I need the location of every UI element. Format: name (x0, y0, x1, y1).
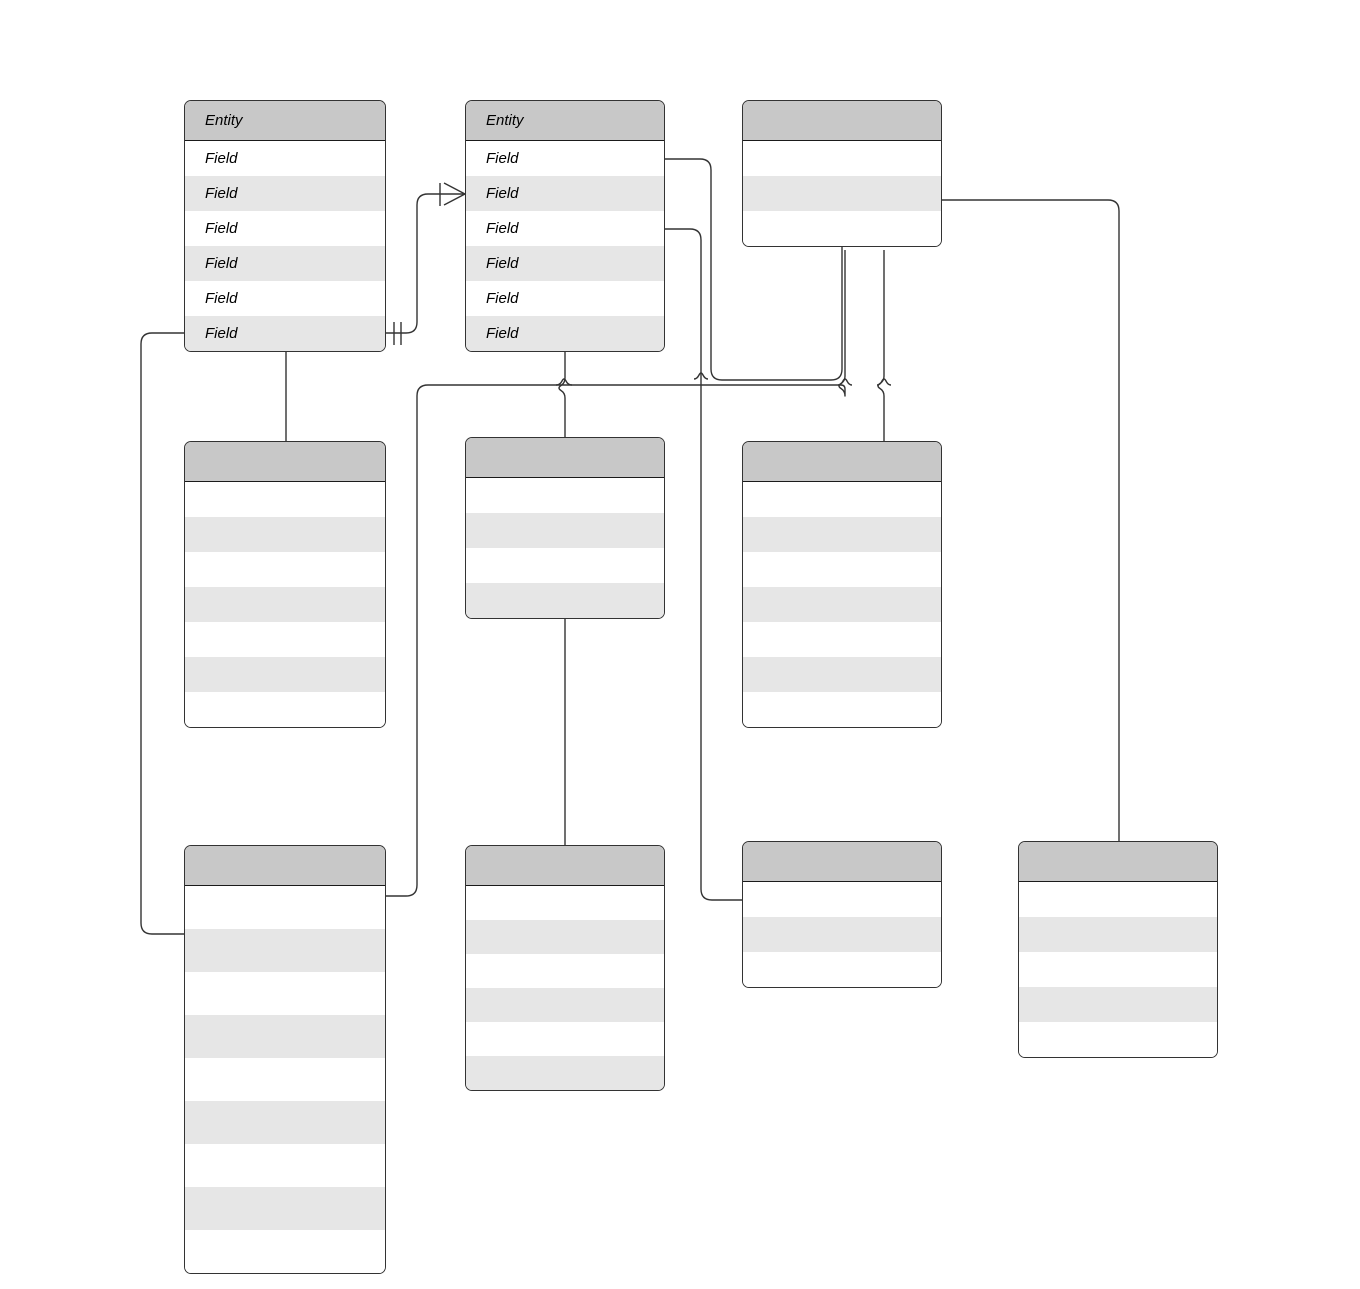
entity-field-row[interactable]: Field (185, 176, 385, 211)
entity-field-row[interactable]: Field (185, 281, 385, 316)
entity-table[interactable] (465, 437, 665, 619)
entity-field-row[interactable] (743, 211, 941, 246)
entity-field-row[interactable] (466, 954, 664, 988)
entity-title (1019, 842, 1217, 882)
entity-field-row[interactable] (743, 552, 941, 587)
relationship-entity3-entity6[interactable] (877, 250, 885, 441)
entity-field-row[interactable] (743, 141, 941, 176)
crow-foot-upper (443, 182, 466, 195)
entity-field-row[interactable]: Field (466, 211, 664, 246)
entity-field-row[interactable] (743, 176, 941, 211)
entity-field-row[interactable]: Field (185, 141, 385, 176)
relationship-entity2-entity9[interactable] (665, 228, 742, 901)
entity-title (743, 442, 941, 482)
entity-field-row[interactable] (743, 882, 941, 917)
entity-field-row[interactable] (1019, 1022, 1217, 1057)
edge-crossing-hops-4 (693, 372, 709, 380)
entity-title (185, 846, 385, 886)
entity-title (466, 846, 664, 886)
entity-field-row[interactable]: Field (185, 316, 385, 351)
entity-field-row[interactable] (185, 657, 385, 692)
entity-field-row[interactable] (185, 972, 385, 1015)
entity-field-row[interactable] (1019, 987, 1217, 1022)
entity-field-row[interactable] (466, 1022, 664, 1056)
entity-table[interactable] (1018, 841, 1218, 1058)
entity-field-row[interactable] (185, 1101, 385, 1144)
edge-crossing-hops-3 (876, 378, 892, 386)
entity-field-list (1019, 882, 1217, 1057)
edge-crossing-hops-2 (837, 378, 853, 386)
entity-field-row[interactable] (185, 1015, 385, 1058)
entity-field-row[interactable]: Field (466, 176, 664, 211)
entity-title (466, 438, 664, 478)
entity-field-row[interactable]: Field (466, 316, 664, 351)
entity-field-row[interactable] (743, 657, 941, 692)
relationship-entity2-entity5[interactable] (558, 351, 566, 437)
entity-field-row[interactable] (743, 622, 941, 657)
entity-field-row[interactable] (185, 886, 385, 929)
entity-table[interactable] (742, 100, 942, 247)
entity-field-row[interactable] (185, 482, 385, 517)
entity-field-row[interactable] (466, 478, 664, 513)
entity-title (185, 442, 385, 482)
entity-field-row[interactable] (185, 929, 385, 972)
entity-table[interactable] (742, 841, 942, 988)
entity-field-row[interactable] (1019, 917, 1217, 952)
entity-table[interactable] (742, 441, 942, 728)
entity-field-list (466, 478, 664, 618)
entity-field-list (743, 141, 941, 246)
entity-field-list (185, 482, 385, 727)
entity-title: Entity (185, 101, 385, 141)
entity-field-row[interactable]: Field (466, 246, 664, 281)
entity-field-row[interactable] (466, 920, 664, 954)
entity-field-list (466, 886, 664, 1090)
entity-field-row[interactable] (743, 692, 941, 727)
entity-field-row[interactable]: Field (466, 281, 664, 316)
entity-field-row[interactable] (185, 1230, 385, 1273)
entity-field-row[interactable] (743, 517, 941, 552)
entity-title: Entity (466, 101, 664, 141)
entity-table[interactable] (184, 441, 386, 728)
edge-crossing-hops (555, 378, 573, 386)
relationship-entity3-entity10[interactable] (942, 199, 1120, 841)
entity-field-row[interactable] (185, 1144, 385, 1187)
entity-field-row[interactable] (185, 1058, 385, 1101)
entity-field-row[interactable] (466, 513, 664, 548)
entity-field-row[interactable] (466, 548, 664, 583)
entity-field-row[interactable] (743, 952, 941, 987)
entity-field-row[interactable] (743, 587, 941, 622)
entity-field-row[interactable] (185, 517, 385, 552)
entity-field-row[interactable] (743, 917, 941, 952)
entity-field-row[interactable] (466, 886, 664, 920)
entity-field-row[interactable] (466, 988, 664, 1022)
entity-field-row[interactable]: Field (185, 246, 385, 281)
entity-table[interactable] (184, 845, 386, 1274)
relationship-entity1-entity7[interactable] (140, 332, 184, 935)
entity-field-row[interactable] (185, 692, 385, 727)
entity-field-row[interactable]: Field (185, 211, 385, 246)
entity-field-row[interactable] (743, 482, 941, 517)
entity-field-row[interactable] (1019, 952, 1217, 987)
entity-field-row[interactable]: Field (466, 141, 664, 176)
entity-table[interactable] (465, 845, 665, 1091)
entity-field-list (743, 482, 941, 727)
entity-field-row[interactable] (1019, 882, 1217, 917)
entity-field-row[interactable] (185, 587, 385, 622)
entity-field-row[interactable] (466, 1056, 664, 1090)
entity-field-list (743, 882, 941, 987)
relationship-entity1-entity2[interactable] (386, 182, 466, 345)
entity-field-row[interactable] (185, 622, 385, 657)
entity-field-row[interactable] (185, 552, 385, 587)
entity-title (743, 101, 941, 141)
crow-foot-lower (443, 193, 466, 206)
entity-field-list (185, 886, 385, 1273)
entity-field-row[interactable] (185, 1187, 385, 1230)
entity-title (743, 842, 941, 882)
entity-field-row[interactable] (466, 583, 664, 618)
